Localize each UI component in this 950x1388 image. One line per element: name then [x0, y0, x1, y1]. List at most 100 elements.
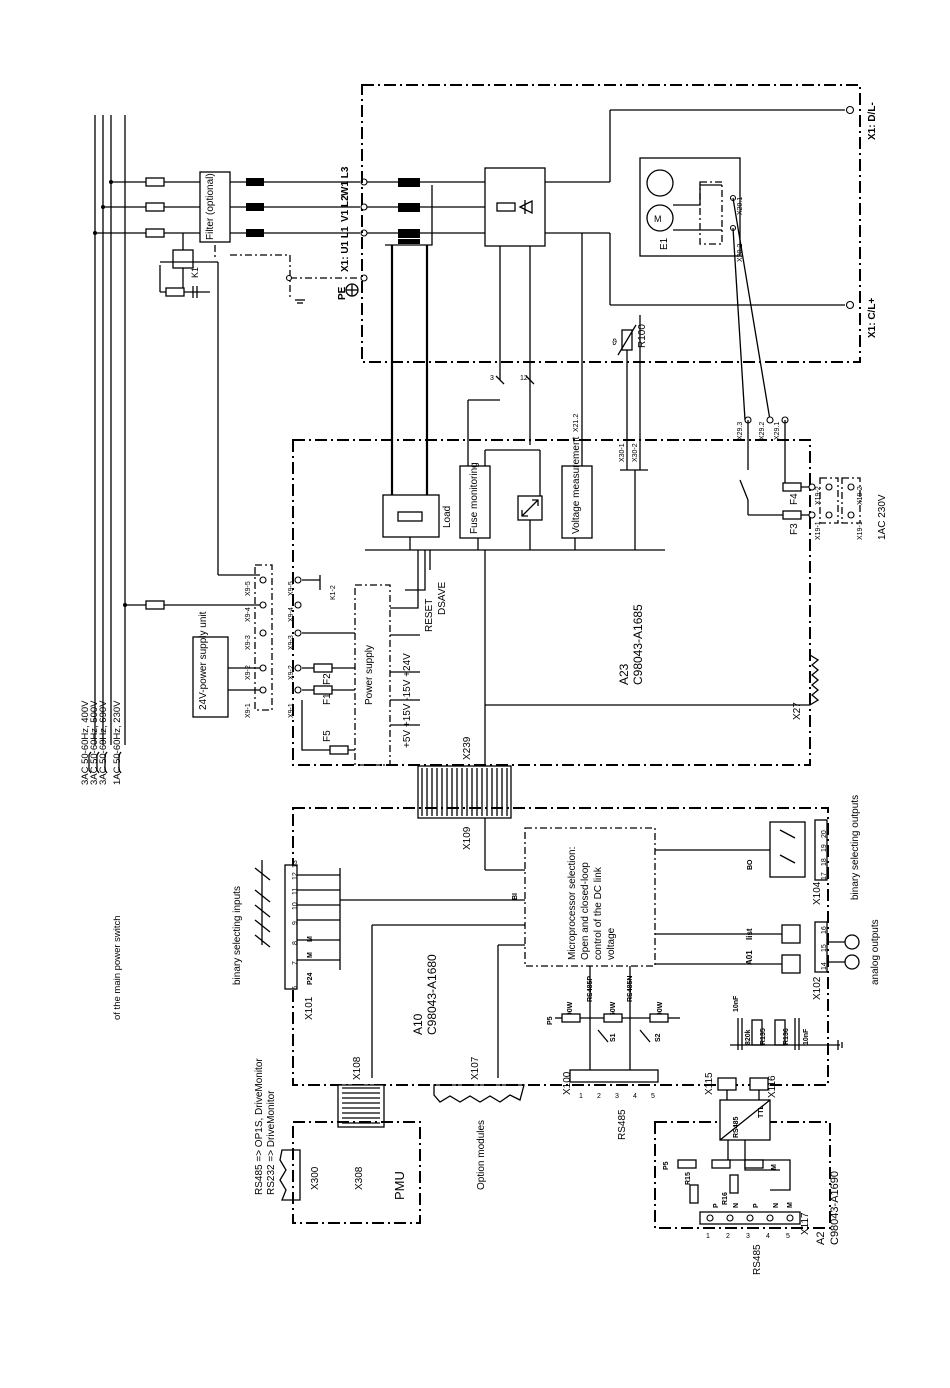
pmu-line2: RS232 => DriveMonitor: [266, 1090, 277, 1195]
svg-text:2: 2: [726, 1233, 730, 1240]
fuse-f3: F3: [789, 523, 800, 535]
a2-board: RS485 TTL P5 R15 R16 P N P N M M 1 2 3 4…: [654, 1090, 841, 1275]
supply-header: of the main power switch: [112, 915, 123, 1020]
filter-label: Filter (optional): [205, 173, 216, 240]
power-supply-block: [354, 584, 391, 766]
dc-minus-label: X1: D/L-: [867, 102, 878, 140]
svg-text:4: 4: [633, 1093, 637, 1100]
term-w1-l3: W1 L3: [340, 166, 351, 196]
svg-text:1: 1: [706, 1233, 710, 1240]
svg-text:11: 11: [292, 888, 299, 895]
power-supply-label: Power supply: [364, 645, 375, 705]
x107-label: X107: [470, 1056, 481, 1080]
reset-label: RESET: [424, 599, 435, 632]
x117-label: X117: [800, 1212, 811, 1235]
connectors-bottom: Option modules: [337, 1084, 525, 1190]
supply-voltage-3: 3AC 50-60Hz, 690V: [98, 700, 109, 785]
conv-rs485: RS485: [733, 1116, 740, 1138]
dc-plus-label: X1: C/L+: [867, 298, 878, 338]
pmu-board: PMU X308 X300 RS485 => OP1S, DriveMonito…: [254, 1058, 421, 1224]
x9-5: X9-5: [245, 581, 252, 596]
supply-voltage-1: 3AC 50-60Hz, 400V: [80, 700, 91, 785]
x29-1: X29.1: [774, 422, 781, 440]
svg-text:5: 5: [651, 1093, 655, 1100]
pe-label: PE: [337, 286, 348, 300]
ribbon-x239-x109: X109: [417, 765, 512, 850]
x9-3: X9-3: [245, 635, 252, 650]
term-10nf-1: 10nF: [733, 995, 740, 1012]
ac230-label: 1AC 230V: [877, 494, 888, 540]
x104-label: X104: [812, 881, 823, 905]
x9-1: X9-1: [245, 703, 252, 718]
filter-box: [199, 171, 231, 243]
x19-1: X19-1: [815, 521, 822, 540]
a10-part: C98043-A1680: [425, 954, 439, 1035]
svg-text:16: 16: [821, 926, 828, 934]
x100-strip: [569, 1069, 659, 1083]
micro-line4: voltage: [606, 927, 617, 960]
x100-label: X100: [562, 1071, 573, 1095]
res-150: 150W: [610, 1001, 617, 1020]
svg-text:M: M: [654, 214, 662, 224]
x30-2: X30-2: [632, 443, 639, 462]
svg-text:M: M: [771, 1164, 778, 1170]
svg-text:18: 18: [821, 858, 828, 866]
micro-line3: control of the DC link: [593, 866, 604, 960]
x29-3: X29.3: [737, 422, 744, 440]
a2-r16: R16: [722, 1192, 729, 1205]
fan-term-2: X20.2: [737, 244, 744, 262]
svg-text:1: 1: [579, 1093, 583, 1100]
x116-label: X116: [767, 1075, 778, 1098]
svg-text:X9-5: X9-5: [288, 581, 295, 596]
svg-text:3: 3: [615, 1093, 619, 1100]
bo-label: BO: [747, 859, 754, 870]
r100-label: R100: [637, 324, 648, 348]
x27-connector: [809, 654, 820, 706]
term-v1-l2: V1 L2: [340, 195, 351, 222]
x109-label: X109: [462, 826, 473, 850]
svg-text:X9-1: X9-1: [288, 703, 295, 718]
fuse-f4: F4: [789, 493, 800, 505]
k12-label: K1-2: [330, 585, 337, 600]
svg-text:P: P: [713, 1203, 720, 1208]
svg-text:13: 13: [292, 860, 299, 868]
dsave-label: DSAVE: [437, 582, 448, 615]
a23-board: Load Fuse monitoring Voltage measurement…: [125, 414, 888, 766]
svg-text:M: M: [307, 952, 314, 958]
x102-strip: [814, 921, 828, 973]
a10-name: A10: [411, 1013, 425, 1035]
svg-text:9: 9: [292, 921, 299, 925]
voltage-label: Voltage measurement: [571, 436, 582, 534]
a01-label: A01: [745, 950, 754, 965]
supply-voltage-2: 3AC 50-60Hz, 500V: [89, 700, 100, 785]
option-connector: [433, 1084, 525, 1103]
iist-label: Iist: [745, 928, 754, 940]
micro-line1: Microprocessor selection:: [567, 847, 578, 960]
psu24-block: [192, 636, 229, 718]
svg-text:4: 4: [766, 1233, 770, 1240]
x115-label: X115: [704, 1072, 715, 1095]
input-phases: Filter (optional) K1 PE X1: U1 L1 V1 L2 …: [95, 166, 368, 575]
a2-r15: R15: [685, 1172, 692, 1185]
svg-text:19: 19: [821, 844, 828, 852]
x300-connector: [279, 1149, 301, 1201]
svg-text:M: M: [787, 1202, 794, 1208]
p24-label: P24: [307, 972, 314, 985]
x108-label: X108: [352, 1056, 363, 1080]
svg-text:2: 2: [597, 1093, 601, 1100]
x102-label: X102: [812, 976, 823, 1000]
a2-name: A2: [815, 1232, 827, 1245]
svg-text:X9-4: X9-4: [288, 607, 295, 622]
a23-part: C98043-A1685: [631, 604, 645, 685]
svg-text:15: 15: [821, 944, 828, 952]
load-label: Load: [442, 506, 453, 528]
s1-label: S1: [610, 1033, 617, 1042]
a23-name: A23: [617, 663, 631, 685]
fan-label: E1: [659, 237, 670, 250]
psu24-label: 24V-power supply unit: [198, 611, 209, 710]
a2-p5: P5: [663, 1161, 670, 1170]
svg-text:12: 12: [292, 872, 299, 880]
a2-rs485: RS485: [752, 1244, 763, 1275]
binary-outputs-label: binary selecting outputs: [850, 795, 861, 900]
x100-rs485: RS485: [617, 1109, 628, 1140]
